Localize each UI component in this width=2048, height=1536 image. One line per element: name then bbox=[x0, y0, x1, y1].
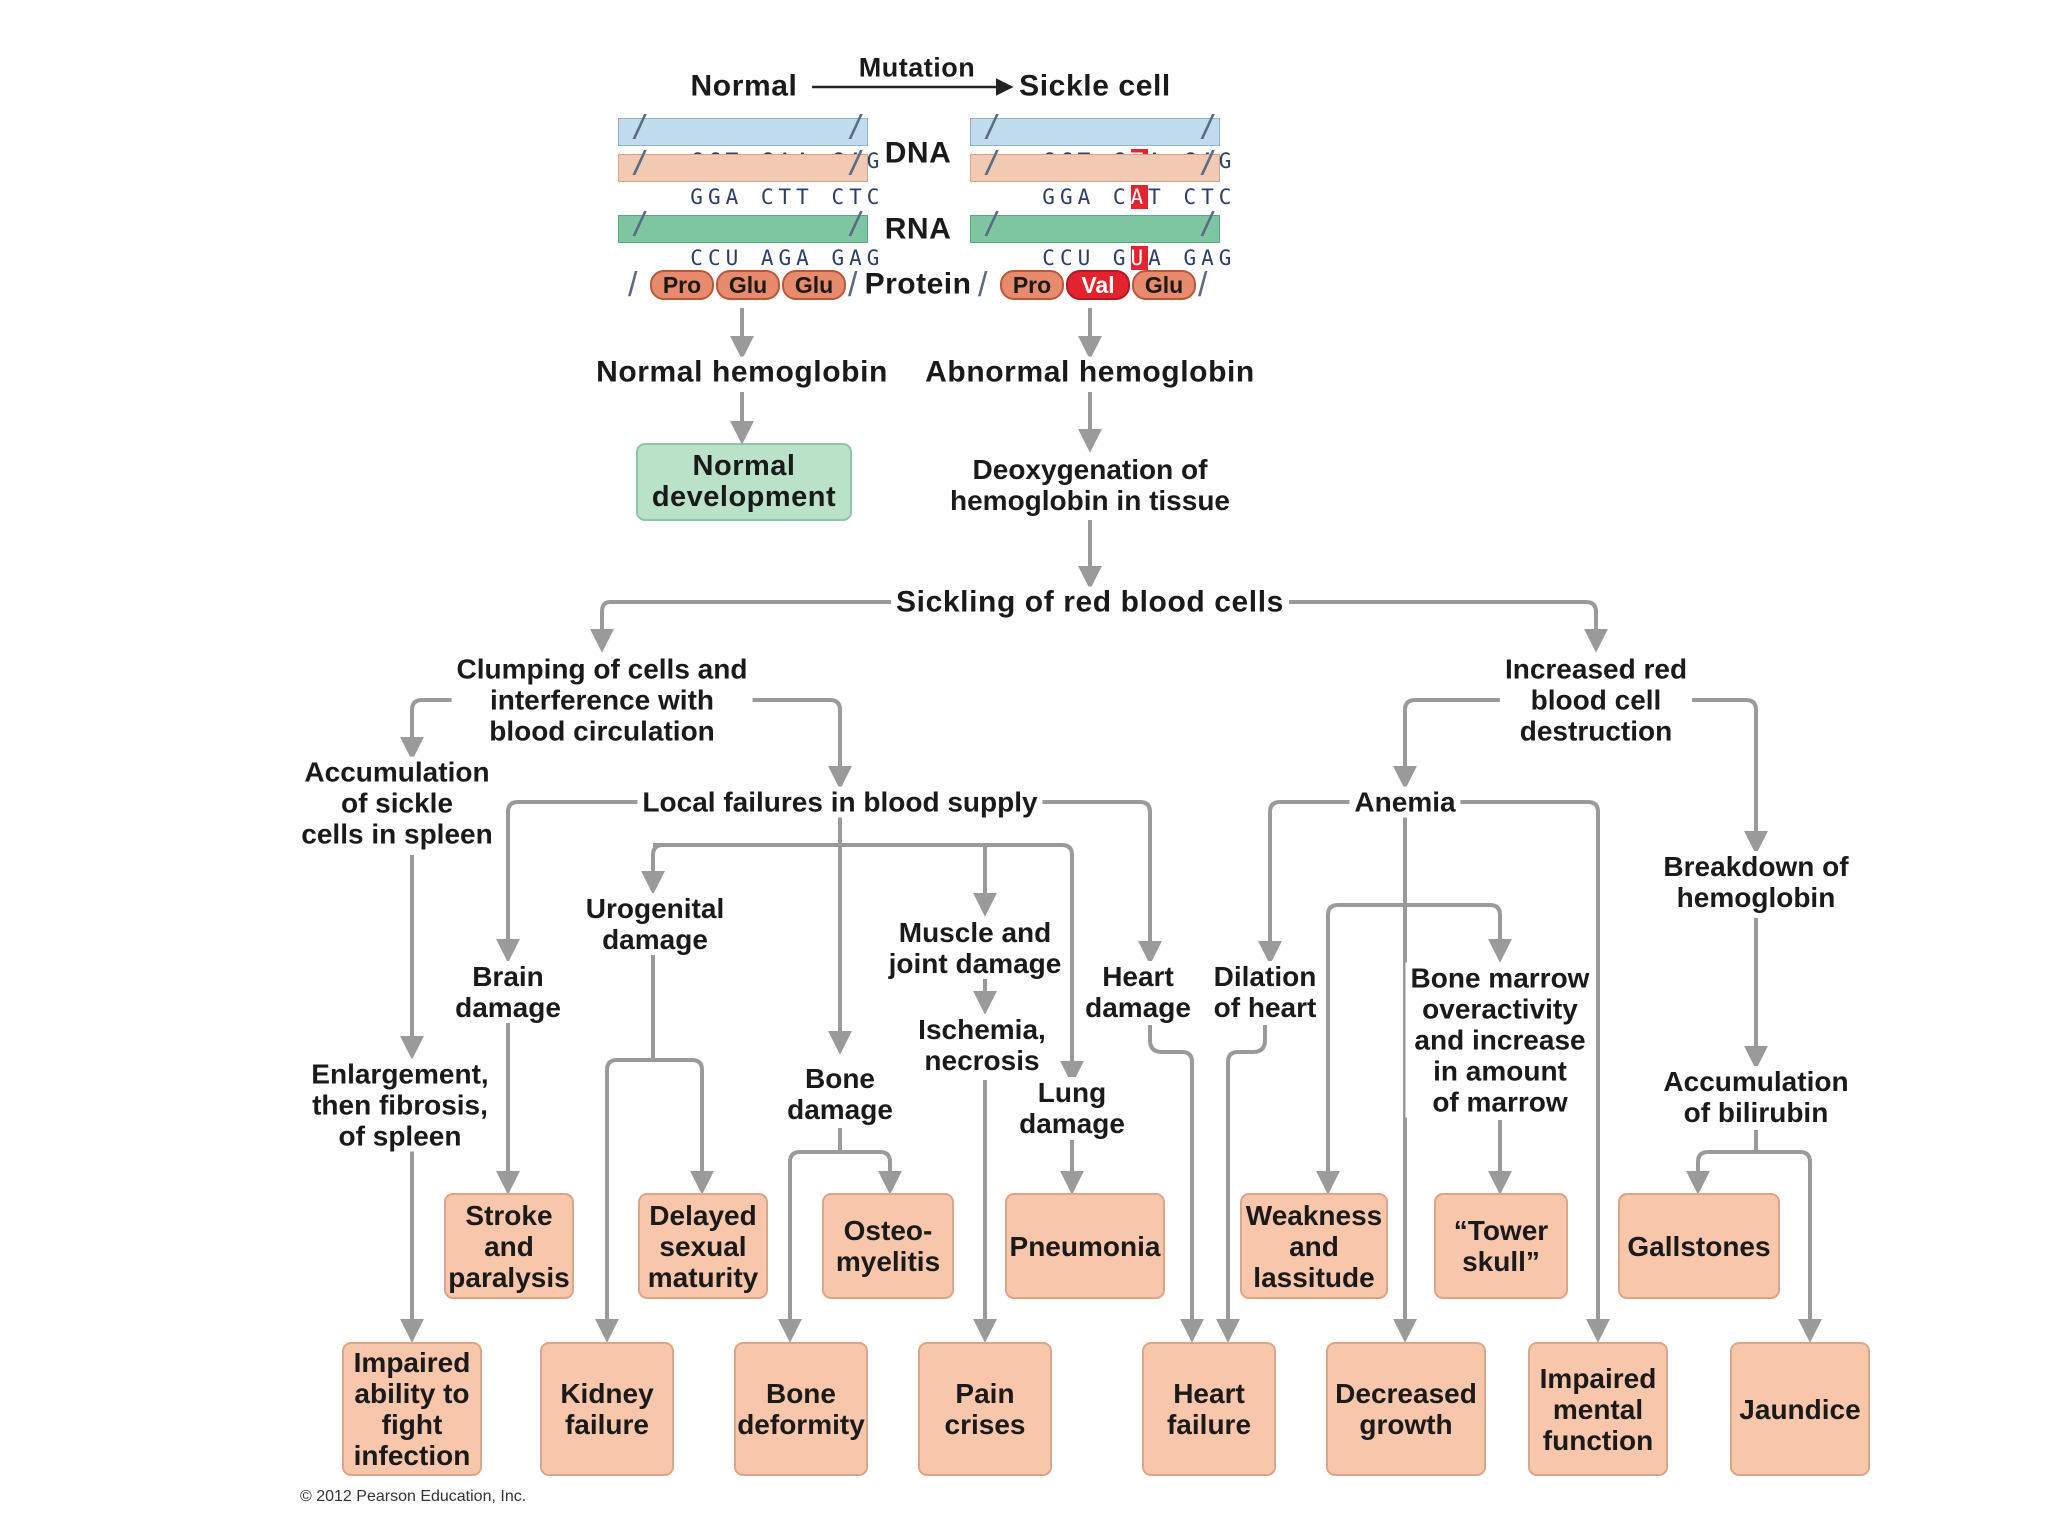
rna-label: RNA bbox=[879, 213, 957, 245]
lung-damage-label: Lung damage bbox=[1014, 1077, 1130, 1139]
dna-label: DNA bbox=[879, 137, 957, 169]
heart-damage-label: Heart damage bbox=[1080, 961, 1196, 1023]
arrow-bilirubin-jaundice bbox=[1756, 1150, 1822, 1343]
normal-development-box: Normal development bbox=[636, 443, 852, 521]
sickle-dna-bottom-post: T CTC bbox=[1148, 185, 1237, 209]
impaired-mental-box: Impaired mental function bbox=[1528, 1342, 1668, 1476]
normal-rna-seq: CCU AGA GAG bbox=[690, 246, 885, 270]
sickle-cell-label: Sickle cell bbox=[1014, 70, 1176, 102]
arrow-uro-delayed bbox=[653, 1058, 714, 1195]
delayed-maturity-box: Delayed sexual maturity bbox=[638, 1193, 768, 1299]
ischemia-label: Ischemia, necrosis bbox=[913, 1014, 1051, 1076]
arrow-heartdmg-failure bbox=[1148, 1025, 1204, 1343]
bone-marrow-label: Bone marrow overactivity and increase in… bbox=[1405, 962, 1595, 1118]
tower-skull-box: “Tower skull” bbox=[1434, 1193, 1568, 1299]
arrow-bone-deformity bbox=[778, 1150, 840, 1343]
arrow-to-anemia bbox=[1393, 698, 1596, 790]
sickle-dna-top-strand: /CCT GTA GAG/ bbox=[970, 112, 1231, 173]
arrow-local-brain bbox=[496, 800, 840, 963]
normal-rna-strand: /CCU AGA GAG/ bbox=[618, 209, 879, 270]
pain-crises-box: Pain crises bbox=[918, 1342, 1052, 1476]
sickle-rna-post: A GAG bbox=[1148, 246, 1237, 270]
osteomyelitis-box: Osteo- myelitis bbox=[822, 1193, 954, 1299]
gallstones-box: Gallstones bbox=[1618, 1193, 1780, 1299]
accumulation-bilirubin-label: Accumulation of bilirubin bbox=[1658, 1066, 1854, 1128]
kidney-failure-box: Kidney failure bbox=[540, 1342, 674, 1476]
enlargement-label: Enlargement, then fibrosis, of spleen bbox=[306, 1058, 494, 1152]
amino-acid: Glu bbox=[716, 270, 780, 300]
arrow-local-heartdmg bbox=[840, 800, 1162, 965]
normal-protein-chain: / Pro Glu Glu / bbox=[628, 266, 858, 304]
sickle-dna-bottom-pre: GGA C bbox=[1042, 185, 1131, 209]
urogenital-label: Urogenital damage bbox=[580, 893, 730, 955]
bone-damage-label: Bone damage bbox=[782, 1063, 898, 1125]
pneumonia-box: Pneumonia bbox=[1005, 1193, 1165, 1299]
normal-dna-top-strand: /CCT GAA GAG/ bbox=[618, 112, 879, 173]
deoxygenation-label: Deoxygenation of hemoglobin in tissue bbox=[944, 454, 1236, 516]
breakdown-label: Breakdown of hemoglobin bbox=[1658, 851, 1854, 913]
brain-damage-label: Brain damage bbox=[450, 961, 566, 1023]
normal-label: Normal bbox=[685, 70, 803, 102]
mutation-base-bottom: A bbox=[1130, 185, 1149, 209]
sickle-rna-pre: CCU G bbox=[1042, 246, 1131, 270]
accumulation-spleen-label: Accumulation of sickle cells in spleen bbox=[296, 756, 498, 850]
amino-acid: Pro bbox=[1000, 270, 1064, 300]
arrow-anemia-dilation bbox=[1258, 800, 1405, 965]
arrow-to-destruction bbox=[1090, 600, 1608, 653]
arrow-to-breakdown bbox=[1596, 698, 1768, 855]
normal-dna-bottom-strand: /GGA CTT CTC/ bbox=[618, 148, 879, 209]
normal-dna-bottom-seq: GGA CTT CTC bbox=[690, 185, 885, 209]
impaired-infection-box: Impaired ability to fight infection bbox=[342, 1342, 482, 1476]
amino-acid: Pro bbox=[650, 270, 714, 300]
sickling-label: Sickling of red blood cells bbox=[891, 586, 1289, 618]
sickle-protein-chain: / Pro Val Glu / bbox=[978, 266, 1208, 304]
anemia-label: Anemia bbox=[1349, 786, 1461, 818]
mutated-amino-acid: Val bbox=[1066, 270, 1130, 300]
sickle-dna-bottom-strand: /GGA CAT CTC/ bbox=[970, 148, 1231, 209]
arrow-anemia-marrow bbox=[1316, 903, 1405, 1195]
clumping-label: Clumping of cells and interference with … bbox=[451, 653, 753, 747]
amino-acid: Glu bbox=[1132, 270, 1196, 300]
arrow-bone-osteo bbox=[840, 1150, 902, 1195]
arrow-dilation-failure bbox=[1216, 1025, 1267, 1343]
protein-label: Protein bbox=[859, 268, 977, 300]
arrow-to-urogenital bbox=[641, 843, 665, 895]
mutation-label: Mutation bbox=[853, 52, 981, 84]
mutation-base-rna: U bbox=[1130, 246, 1149, 270]
increased-destruction-label: Increased red blood cell destruction bbox=[1499, 653, 1693, 747]
arrow-bilirubin-gall bbox=[1686, 1150, 1756, 1195]
abnormal-hemoglobin: Abnormal hemoglobin bbox=[920, 356, 1260, 388]
arrow-to-local bbox=[602, 698, 852, 790]
arrow-to-spleen bbox=[400, 698, 602, 761]
local-failures-label: Local failures in blood supply bbox=[637, 786, 1043, 818]
arrow-to-clumping bbox=[590, 600, 1090, 653]
arrow-anemia-mental bbox=[1405, 800, 1610, 1343]
heart-failure-box: Heart failure bbox=[1142, 1342, 1276, 1476]
dilation-label: Dilation of heart bbox=[1208, 961, 1322, 1023]
copyright-notice: © 2012 Pearson Education, Inc. bbox=[300, 1488, 527, 1505]
amino-acid: Glu bbox=[782, 270, 846, 300]
decreased-growth-box: Decreased growth bbox=[1326, 1342, 1486, 1476]
sickle-rna-strand: /CCU GUA GAG/ bbox=[970, 209, 1231, 270]
muscle-joint-label: Muscle and joint damage bbox=[883, 917, 1067, 979]
arrow-uro-kidney bbox=[595, 1058, 653, 1343]
stroke-box: Stroke and paralysis bbox=[444, 1193, 574, 1299]
normal-hemoglobin: Normal hemoglobin bbox=[591, 356, 893, 388]
bone-deformity-box: Bone deformity bbox=[734, 1342, 868, 1476]
jaundice-box: Jaundice bbox=[1730, 1342, 1870, 1476]
weakness-box: Weakness and lassitude bbox=[1240, 1193, 1388, 1299]
